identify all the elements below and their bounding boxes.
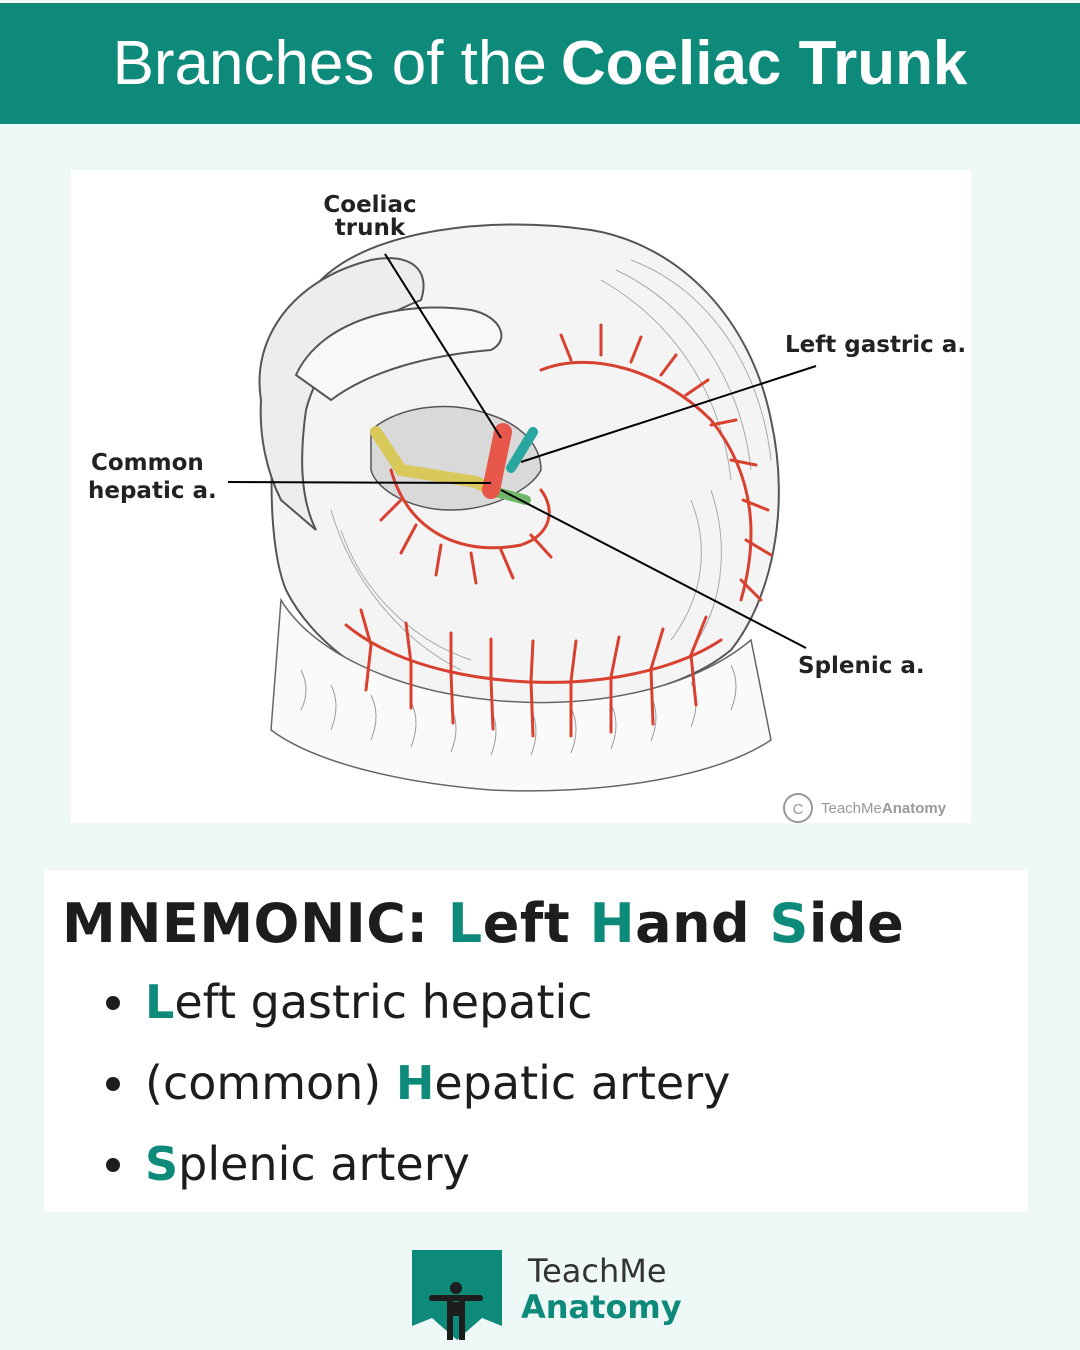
copyright-text: TeachMeAnatomy <box>821 800 947 817</box>
item-text: epatic artery <box>434 1056 731 1110</box>
stomach-diagram: Coeliac trunk Left gastric a. Common hep… <box>88 192 966 823</box>
label-common-hepatic-line1: Common <box>91 450 204 476</box>
item-text: plenic artery <box>178 1137 470 1191</box>
page-title: Branches of the Coeliac Trunk <box>0 0 1080 124</box>
gastric-arteries <box>344 323 773 738</box>
label-left-gastric: Left gastric a. <box>785 332 966 358</box>
omentum-flap <box>294 306 503 402</box>
mnemonic-list: Left gastric hepatic (common) Hepatic ar… <box>106 962 730 1205</box>
copyright-symbol: C <box>793 801 804 818</box>
mnemonic-word3-initial: S <box>769 892 809 955</box>
mnemonic-word3-rest: ide <box>808 892 905 955</box>
leader-line-common-hepatic <box>227 481 492 484</box>
mnemonic-title: MNEMONIC: Left Hand Side <box>62 892 904 955</box>
label-coeliac-line1: Coeliac <box>323 192 416 218</box>
mnemonic-word2-initial: H <box>589 892 636 955</box>
logo-badge-icon <box>412 1250 502 1340</box>
copyright-icon <box>783 793 813 823</box>
item-text: eft gastric hepatic <box>174 975 593 1029</box>
label-splenic: Splenic a. <box>798 653 925 679</box>
item-initial: L <box>145 975 175 1029</box>
copyright-light: TeachMe <box>821 800 882 817</box>
leader-line-splenic <box>500 489 807 649</box>
list-item: (common) Hepatic artery <box>106 1043 730 1124</box>
title-regular: Branches of the <box>112 29 547 98</box>
teachme-logo: TeachMe Anatomy <box>412 1246 712 1342</box>
logo-line1: TeachMe <box>528 1252 667 1290</box>
list-item: Splenic artery <box>106 1124 730 1205</box>
logo-line2: Anatomy <box>521 1288 682 1326</box>
coeliac-trunk-vessel <box>482 423 512 499</box>
mnemonic-word2-rest: and <box>635 892 751 955</box>
item-initial: H <box>395 1056 435 1110</box>
leader-line-left-gastric <box>520 365 817 463</box>
greater-omentum <box>270 597 772 792</box>
mnemonic-word1-rest: eft <box>482 892 571 955</box>
mnemonic-panel: MNEMONIC: Left Hand Side Left gastric he… <box>44 870 1028 1212</box>
mnemonic-word1-initial: L <box>447 892 483 955</box>
item-prefix: (common) <box>145 1056 396 1110</box>
mnemonic-prefix: MNEMONIC: <box>62 892 429 955</box>
title-bold: Coeliac Trunk <box>560 29 968 98</box>
left-gastric-artery <box>506 427 538 473</box>
leader-line-coeliac <box>384 253 502 439</box>
copyright-bold: Anatomy <box>882 800 947 817</box>
item-initial: S <box>145 1137 179 1191</box>
label-common-hepatic-line2: hepatic a. <box>88 478 217 504</box>
list-item: Left gastric hepatic <box>106 962 730 1043</box>
anatomy-illustration: Coeliac trunk Left gastric a. Common hep… <box>71 170 971 823</box>
label-coeliac-line2: trunk <box>335 215 406 241</box>
